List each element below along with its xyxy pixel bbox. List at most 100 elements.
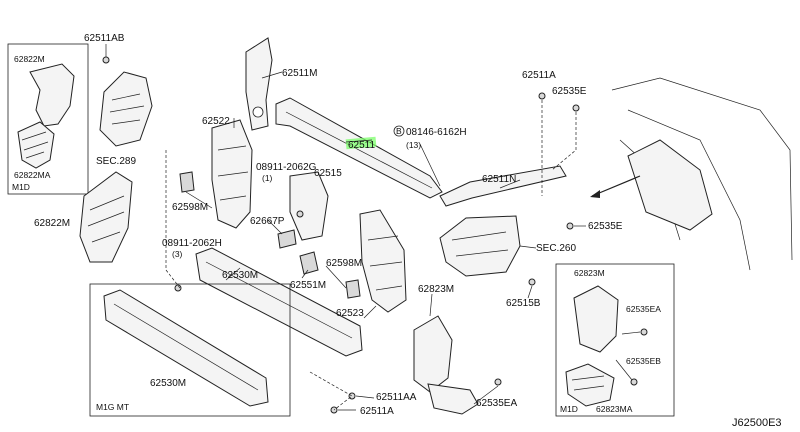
callout-08911g: 08911-2062G	[256, 162, 317, 173]
bolt-08911g	[296, 210, 304, 218]
callout-62530m: 62530M	[222, 270, 258, 281]
bolt-62511aa	[348, 392, 356, 400]
leader-62535eb	[615, 359, 633, 381]
callout-62515b: 62515B	[506, 298, 541, 309]
part-62667p	[277, 229, 297, 249]
callout-62823m: 62823M	[418, 284, 454, 295]
part-62822m-inset	[29, 63, 75, 127]
label-m1d-right: M1D	[560, 404, 578, 414]
inset-box-m1d-left	[7, 43, 89, 195]
clip-62535e-mid	[566, 222, 574, 230]
part-62598m-a	[179, 171, 195, 193]
callout-08146-qty: (13)	[406, 140, 421, 150]
part-62822ma-ribs	[21, 131, 49, 159]
leader-62530m	[225, 267, 241, 281]
part-62511m-hole	[252, 106, 264, 118]
leader-62535ea	[473, 385, 499, 405]
callout-62823ma: 62823MA	[596, 404, 633, 414]
callout-62823m-inset: 62823M	[574, 268, 605, 278]
label-m1g-mt: M1G MT	[96, 402, 129, 412]
callout-62535e-mid: 62535E	[588, 221, 623, 232]
callout-62511a-top: 62511A	[522, 70, 556, 81]
part-62598m-b	[345, 279, 361, 299]
callout-08911g-qty: (1)	[262, 173, 273, 183]
callout-62667p: 62667P	[250, 216, 285, 227]
part-62530m-edge	[205, 261, 353, 339]
part-62823ma-ribs	[571, 375, 605, 391]
bolt-62511a-top	[538, 92, 546, 100]
callout-62535eb: 62535EB	[626, 356, 661, 366]
leader-62511m	[261, 71, 283, 79]
callout-62822ma: 62822MA	[14, 170, 51, 180]
part-62530m-inset-edge	[113, 303, 259, 391]
bolt-62511ab	[102, 56, 110, 64]
clip-62535e-top	[572, 104, 580, 112]
dash-right-vertical	[541, 100, 577, 196]
callout-62511ab: 62511AB	[84, 33, 125, 44]
part-62822m-ribs	[87, 195, 125, 243]
callout-62511m: 62511M	[282, 68, 317, 79]
leader-08146	[419, 143, 441, 187]
dash-left-vertical	[165, 150, 181, 289]
callout-62522: 62522	[202, 116, 230, 127]
leader-62551m	[301, 269, 309, 279]
part-62823m-inset	[573, 285, 619, 353]
part-62515	[289, 171, 329, 241]
callout-62511a-bot: 62511A	[360, 406, 394, 417]
leader-62515b	[527, 285, 533, 299]
bolt-symbol-b-letter: B	[396, 126, 402, 136]
leader-62598m-b	[325, 265, 347, 289]
leader-62598m-a	[185, 191, 213, 209]
clip-62535eb	[630, 378, 638, 386]
callout-08146: 08146-6162H	[406, 127, 467, 138]
callout-08911h: 08911-2062H	[162, 238, 222, 249]
part-62822ma-inset	[17, 121, 55, 169]
vehicle-front-grille	[627, 139, 713, 231]
callout-62535e-top: 62535E	[552, 86, 587, 97]
callout-08911h-qty: (3)	[172, 249, 183, 259]
forward-arrow-head	[590, 190, 600, 198]
part-62522-ribs	[217, 145, 249, 201]
leader-62667p	[267, 219, 283, 235]
inset-box-m1g	[89, 283, 291, 417]
part-62551m	[299, 251, 319, 275]
highlight-62511	[345, 136, 377, 150]
callout-62535ea-inset: 62535EA	[626, 304, 661, 314]
callout-62551m: 62551M	[290, 280, 326, 291]
leader-62511n	[499, 179, 521, 189]
callout-62523: 62523	[336, 308, 364, 319]
callout-62511n: 62511N	[482, 174, 516, 185]
part-62523-ribs	[367, 235, 403, 291]
callout-62511: 62511	[348, 140, 376, 151]
callout-sec260: SEC.260	[536, 243, 576, 254]
part-62511n	[439, 165, 567, 207]
bolt-symbol-b	[393, 125, 405, 137]
leader-62511	[345, 139, 373, 143]
part-62823m	[413, 315, 453, 393]
dash-bottom	[309, 371, 353, 411]
callout-62530m-inset: 62530M	[150, 378, 186, 389]
bolt-62515b	[528, 278, 536, 286]
leader-62823m	[429, 293, 433, 317]
leader-62523	[363, 305, 377, 319]
part-62530m	[195, 247, 363, 357]
leader-sec260	[519, 245, 537, 249]
part-62822m-cover	[79, 171, 133, 263]
callout-sec289: SEC.289	[96, 156, 136, 167]
part-62511-edge	[285, 111, 433, 189]
label-m1d-left: M1D	[12, 182, 30, 192]
callout-62511aa: 62511AA	[376, 392, 417, 403]
leader-62535ea-box	[621, 331, 641, 335]
diagram-code: J62500E3	[732, 417, 782, 429]
callout-62598m-b: 62598M	[326, 258, 362, 269]
callout-62598m-a: 62598M	[172, 202, 208, 213]
part-62823ma-inset	[565, 363, 615, 407]
part-headlamp-ribs	[451, 231, 509, 257]
callout-62515: 62515	[314, 168, 342, 179]
leader-62511aa	[355, 395, 375, 399]
part-62523	[359, 209, 407, 313]
part-62530m-inset	[103, 289, 269, 407]
callout-62822m-inset: 62822M	[14, 54, 45, 64]
